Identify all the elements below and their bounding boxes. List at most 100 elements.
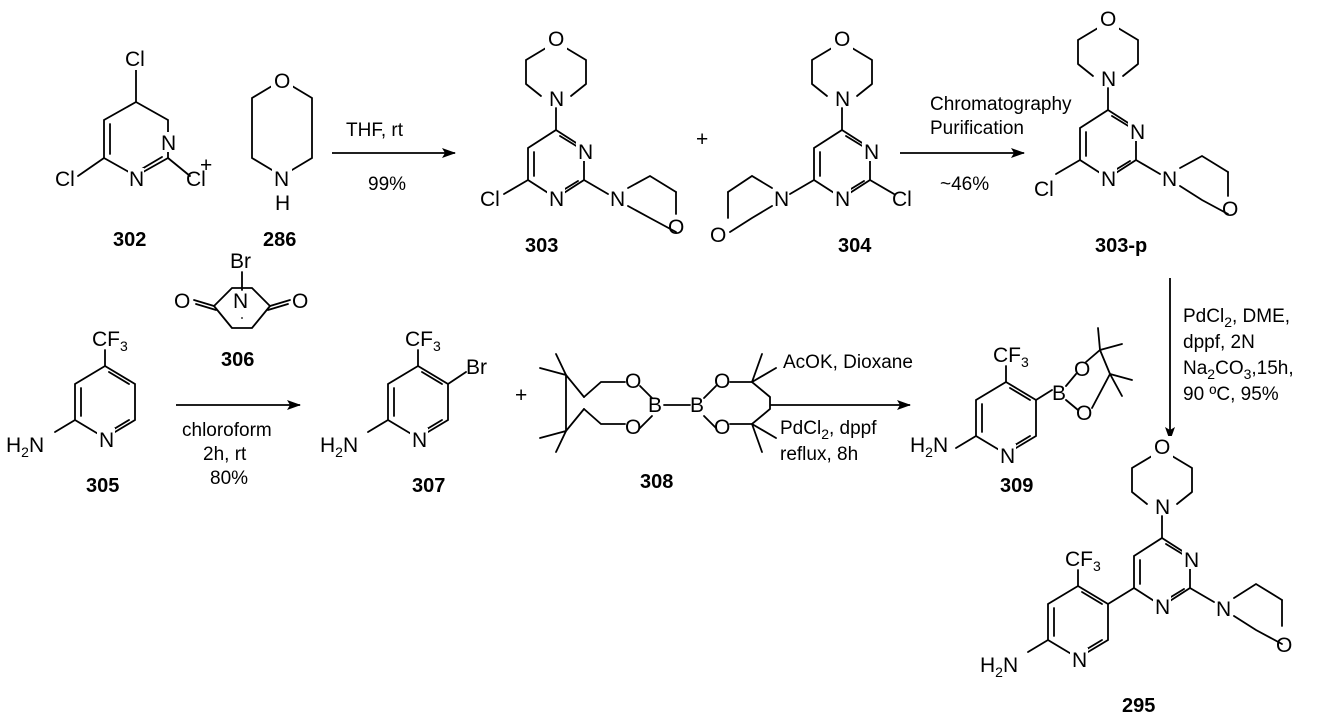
compound-302-structure: Cl N N Cl Cl [55,48,206,191]
atom-n: N [1216,598,1231,621]
compound-label-303: 303 [525,235,558,257]
atom-n: N [99,429,114,452]
step5-line2: dppf, 2N [1183,332,1255,353]
atom-n: N [578,141,593,164]
atom-cl: Cl [892,188,912,211]
cf3-group: CF3 [92,328,128,354]
compound-label-305: 305 [86,475,119,497]
compound-305-structure: CF3 N H2N [6,328,136,460]
atom-n: N [774,188,789,211]
nh2-group: H2N [320,434,358,460]
atom-o: O [714,370,730,393]
atom-n: N [1072,649,1087,672]
compound-label-295: 295 [1122,695,1155,717]
atom-n: N [274,168,289,191]
atom-n: N [1101,68,1116,91]
atom-o: O [1222,198,1238,221]
atom-n: N [1162,168,1177,191]
atom-n: N [549,88,564,111]
atom-o: O [1154,436,1170,459]
step5-line4: 90 ºC, 95% [1183,384,1279,405]
compound-286-structure: O N H [251,66,313,215]
cf3-group: CF3 [405,328,441,354]
step4-line1: PdCl2, dppf [780,418,877,442]
atom-h: H [275,192,290,215]
atom-o: O [1276,634,1292,657]
compound-308-structure: O O B B O O [539,353,777,453]
step3-line2: 2h, rt [203,444,247,465]
atom-n: N [1155,496,1170,519]
compound-label-307: 307 [412,475,445,497]
compound-label-302: 302 [113,229,146,251]
atom-n: N [1155,596,1170,619]
step2-yield: ~46% [940,174,989,195]
step1-yield: 99% [368,174,406,195]
atom-n: N [129,168,144,191]
nh2-group: H2N [910,434,948,460]
atom-n: N [233,290,248,313]
atom-n: N [1130,121,1145,144]
plus-sign: + [696,128,708,151]
atom-b: B [648,394,662,417]
compound-label-306: 306 [221,349,254,371]
cf3-group: CF3 [1065,548,1101,574]
atom-cl-top: Cl [125,48,145,71]
atom-n: N [549,188,564,211]
compound-303-structure: O N N N Cl N O [480,28,684,239]
atom-cl-left: Cl [55,168,75,191]
step2-line2: Purification [930,118,1024,139]
compound-label-303p: 303-p [1095,235,1147,257]
atom-n: N [610,188,625,211]
atom-n: N [412,429,427,452]
compound-label-304: 304 [838,235,872,257]
compound-306-structure: N Br O O [174,250,308,329]
atom-o: O [292,290,308,313]
step1-conditions: THF, rt [346,120,404,141]
atom-br: Br [466,356,487,379]
atom-cl: Cl [1034,178,1054,201]
atom-o: O [1074,358,1090,381]
atom-o: O [174,290,190,313]
atom-o: O [1100,8,1116,31]
atom-b: B [690,394,704,417]
step4-line2: reflux, 8h [780,444,858,465]
compound-label-308: 308 [640,471,673,493]
atom-cl: Cl [480,188,500,211]
atom-n: N [161,132,176,155]
compound-label-286: 286 [263,229,296,251]
compound-309-structure: CF3 N H2N B O O [910,327,1133,468]
step4-conditions: AcOK, Dioxane [783,352,913,373]
nh2-group: H2N [980,654,1018,680]
atom-o: O [668,216,684,239]
atom-o: O [625,370,641,393]
compound-303p-structure: O N N N Cl N O [1034,8,1238,221]
atom-n: N [835,88,850,111]
atom-cl-right: Cl [186,168,206,191]
compound-295-structure: O N N N N O CF3 N H2N [980,436,1292,680]
atom-o: O [1076,402,1092,425]
atom-o: O [714,416,730,439]
atom-n: N [1000,445,1015,468]
step3-line1: chloroform [182,420,272,441]
compound-304-structure: O N N N Cl N O [710,28,912,247]
compound-label-309: 309 [1000,475,1033,497]
atom-n: N [864,141,879,164]
cf3-group: CF3 [993,344,1029,370]
atom-o: O [274,70,290,93]
step5-line1: PdCl2, DME, [1183,306,1290,330]
plus-sign: + [200,154,212,177]
atom-n: N [1101,168,1116,191]
step5-line3: Na2CO3,15h, [1183,358,1294,382]
atom-n: N [835,188,850,211]
atom-n: N [1184,549,1199,572]
atom-br: Br [230,250,251,273]
step3-line3: 80% [210,468,248,489]
atom-o: O [548,28,564,51]
atom-o: O [710,224,726,247]
step2-line1: Chromatography [930,94,1072,115]
plus-sign: + [515,384,527,407]
nh2-group: H2N [6,434,44,460]
atom-b: B [1052,382,1066,405]
atom-o: O [625,416,641,439]
